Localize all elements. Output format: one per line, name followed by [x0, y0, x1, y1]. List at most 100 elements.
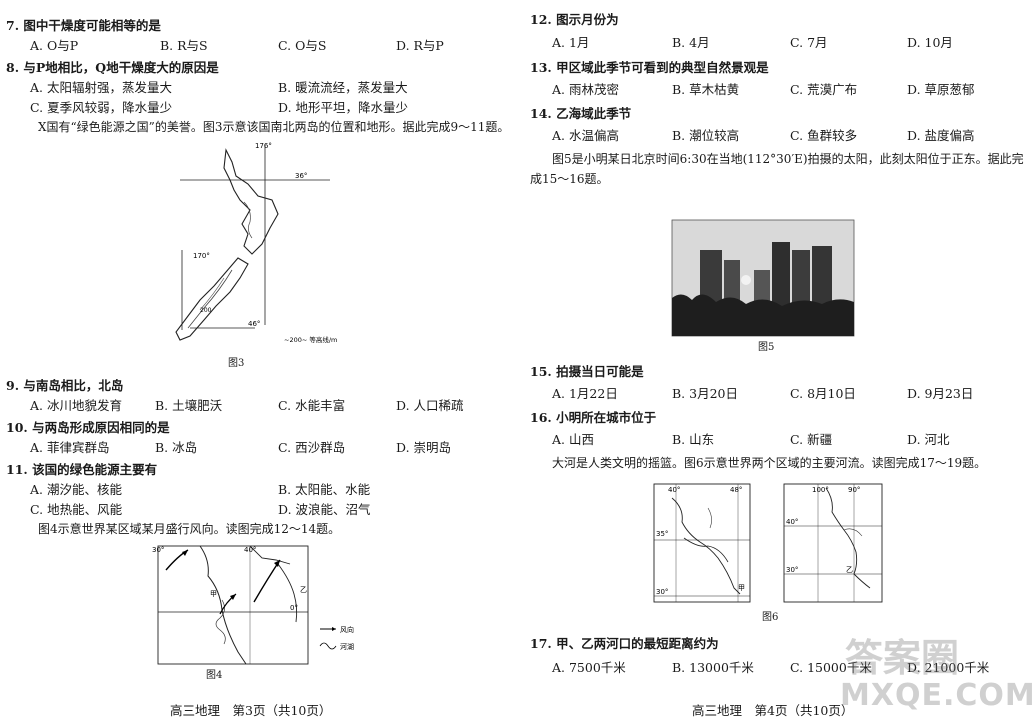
q17-option-c: C. 15000千米 — [790, 660, 872, 675]
fig6b-lat-40: 40° — [786, 518, 798, 526]
intro-9-11: X国有“绿色能源之国”的美誉。图3示意该国南北两岛的位置和地形。据此完成9～11… — [38, 120, 510, 134]
left-page: 7. 图中干燥度可能相等的是 A. O与P B. R与S C. O与S D. R… — [0, 0, 509, 728]
q10-option-b: B. 冰岛 — [155, 440, 198, 455]
q14-stem: 14. 乙海域此季节 — [530, 106, 632, 121]
fig6b-yi: 乙 — [846, 566, 853, 574]
q8-option-c: C. 夏季风较弱，降水量少 — [30, 100, 173, 115]
fig6a-lon-40: 40° — [668, 486, 680, 494]
figure-5-photo — [671, 219, 855, 337]
fig3-lon-176: 176° — [255, 142, 272, 150]
q9-option-d: D. 人口稀疏 — [396, 398, 464, 413]
fig3-lon-170: 170° — [193, 252, 210, 260]
fig3-lat-36: 36° — [295, 172, 307, 180]
q11-option-c: C. 地热能、风能 — [30, 502, 123, 517]
figure-6-panel-a: 40° 48° 35° 30° 甲 — [653, 483, 751, 603]
fig6a-lat-30: 30° — [656, 588, 668, 596]
q15-stem: 15. 拍摄当日可能是 — [530, 364, 644, 379]
fig6b-lon-90: 90° — [848, 486, 860, 494]
q15-option-d: D. 9月23日 — [907, 386, 974, 401]
q17-stem: 17. 甲、乙两河口的最短距离约为 — [530, 636, 719, 651]
watermark-url: MXQE.COM — [840, 678, 1036, 713]
q15-option-a: A. 1月22日 — [552, 386, 618, 401]
intro-15-16-line1: 图5是小明某日北京时间6:30在当地(112°30′E)拍摄的太阳，此刻太阳位于… — [552, 152, 1024, 166]
q8-option-d: D. 地形平坦，降水量少 — [278, 100, 409, 115]
q11-option-b: B. 太阳能、水能 — [278, 482, 371, 497]
intro-12-14: 图4示意世界某区域某月盛行风向。读图完成12～14题。 — [38, 522, 341, 536]
q8-option-b: B. 暖流流经，蒸发量大 — [278, 80, 408, 95]
q7-option-b: B. R与S — [160, 38, 208, 53]
intro-17-19: 大河是人类文明的摇篮。图6示意世界两个区域的主要河流。读图完成17～19题。 — [552, 456, 987, 470]
fig3-legend: ~200~ 等高线/m — [284, 335, 337, 344]
q15-option-c: C. 8月10日 — [790, 386, 856, 401]
q16-option-a: A. 山西 — [552, 432, 594, 447]
left-page-footer: 高三地理 第3页（共10页） — [170, 703, 332, 718]
fig4-legend-wind: 风向 — [340, 625, 354, 634]
q7-option-d: D. R与P — [396, 38, 444, 53]
q9-stem: 9. 与南岛相比，北岛 — [6, 378, 124, 393]
figure-4-caption: 图4 — [206, 670, 223, 681]
q7-option-a: A. O与P — [30, 38, 79, 53]
fig6a-lon-48: 48° — [730, 486, 742, 494]
q16-option-c: C. 新疆 — [790, 432, 833, 447]
figure-5-caption: 图5 — [758, 342, 775, 353]
q9-option-c: C. 水能丰富 — [278, 398, 346, 413]
q11-option-a: A. 潮汐能、核能 — [30, 482, 122, 497]
fig4-lat-0: 0° — [290, 604, 298, 612]
q13-option-a: A. 雨林茂密 — [552, 82, 619, 97]
q13-option-d: D. 草原葱郁 — [907, 82, 975, 97]
figure-4-map: 30° 40° 0° 甲 乙 风向 河湖 — [152, 545, 354, 665]
q8-stem: 8. 与P地相比，Q地干燥度大的原因是 — [6, 60, 219, 75]
q17-option-b: B. 13000千米 — [672, 660, 754, 675]
q10-stem: 10. 与两岛形成原因相同的是 — [6, 420, 170, 435]
fig3-contour-label: 200 — [200, 307, 212, 314]
fig6b-lon-100: 100° — [812, 486, 829, 494]
figure-6-maps: 40° 48° 35° 30° 甲 100° 90° 40° 30° 乙 — [653, 483, 883, 603]
q14-option-c: C. 鱼群较多 — [790, 128, 858, 143]
q14-option-b: B. 潮位较高 — [672, 128, 740, 143]
q12-option-c: C. 7月 — [790, 35, 828, 50]
figure-3-caption: 图3 — [228, 358, 245, 369]
figure-6-caption: 图6 — [762, 612, 779, 623]
q10-option-a: A. 菲律宾群岛 — [30, 440, 110, 455]
q10-option-c: C. 西沙群岛 — [278, 440, 346, 455]
q13-stem: 13. 甲区域此季节可看到的典型自然景观是 — [530, 60, 769, 75]
right-page-footer: 高三地理 第4页（共10页） — [692, 703, 854, 718]
q9-option-a: A. 冰川地貌发育 — [30, 398, 122, 413]
q7-stem: 7. 图中干燥度可能相等的是 — [6, 18, 161, 33]
q13-option-c: C. 荒漠广布 — [790, 82, 858, 97]
sun-icon — [741, 275, 751, 285]
q12-option-d: D. 10月 — [907, 35, 953, 50]
q13-option-b: B. 草木枯黄 — [672, 82, 740, 97]
intro-15-16-line2: 成15～16题。 — [530, 172, 609, 186]
q11-stem: 11. 该国的绿色能源主要有 — [6, 462, 158, 477]
watermark-logo: 答案圈 — [845, 636, 960, 680]
q14-option-d: D. 盐度偏高 — [907, 128, 975, 143]
q8-option-a: A. 太阳辐射强，蒸发量大 — [30, 80, 172, 95]
fig4-lat-30: 30° — [152, 546, 164, 554]
fig6a-lat-35: 35° — [656, 530, 668, 538]
fig6b-lat-30: 30° — [786, 566, 798, 574]
q16-stem: 16. 小明所在城市位于 — [530, 410, 657, 425]
fig4-lon-40: 40° — [244, 546, 256, 554]
q7-option-c: C. O与S — [278, 38, 327, 53]
fig3-lat-46: 46° — [248, 320, 260, 328]
q17-option-d: D. 21000千米 — [907, 660, 990, 675]
q12-option-b: B. 4月 — [672, 35, 710, 50]
q9-option-b: B. 土壤肥沃 — [155, 398, 223, 413]
fig4-legend-lake: 河湖 — [340, 642, 354, 651]
q16-option-d: D. 河北 — [907, 432, 950, 447]
right-page: 12. 图示月份为 A. 1月 B. 4月 C. 7月 D. 10月 13. 甲… — [500, 0, 1035, 728]
q17-option-a: A. 7500千米 — [552, 660, 626, 675]
q12-option-a: A. 1月 — [552, 35, 590, 50]
q10-option-d: D. 崇明岛 — [396, 440, 452, 455]
q11-option-d: D. 波浪能、沼气 — [278, 502, 371, 517]
fig4-yi: 乙 — [300, 586, 307, 594]
figure-3-map: 176° 36° 170° 46° 200 ~200~ 等高线/m — [175, 142, 337, 344]
fig4-jia: 甲 — [210, 590, 217, 598]
q14-option-a: A. 水温偏高 — [552, 128, 619, 143]
q12-stem: 12. 图示月份为 — [530, 12, 619, 27]
figure-6-panel-b: 100° 90° 40° 30° 乙 — [783, 483, 883, 603]
q16-option-b: B. 山东 — [672, 432, 715, 447]
fig6a-jia: 甲 — [738, 584, 745, 592]
q15-option-b: B. 3月20日 — [672, 386, 738, 401]
